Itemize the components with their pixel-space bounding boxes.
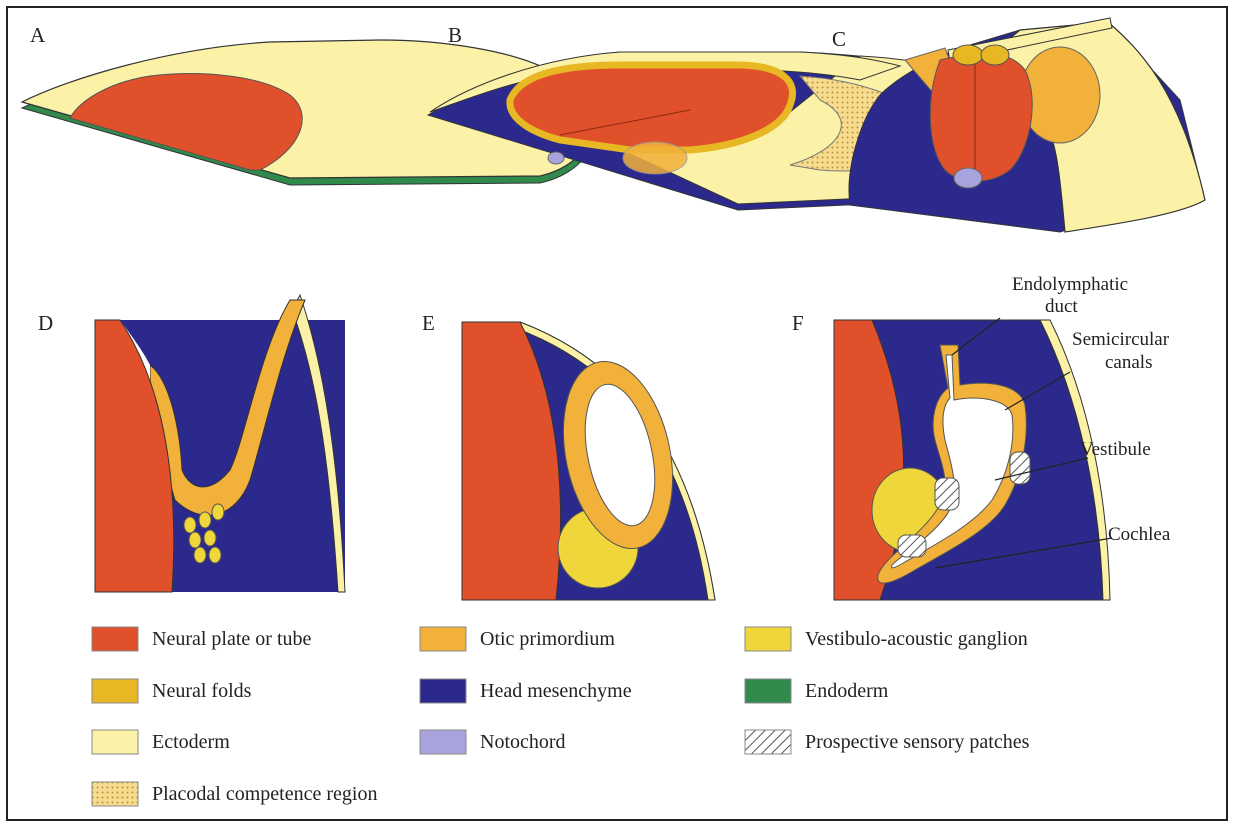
- legend-label-notochord: Notochord: [480, 731, 566, 753]
- legend-label-sensory-patches: Prospective sensory patches: [805, 731, 1030, 753]
- legend-label-vestibulo-acoustic-ganglion: Vestibulo-acoustic ganglion: [805, 628, 1028, 650]
- label-endolymphatic: Endolymphatic: [1012, 274, 1128, 295]
- legend-label-head-mesenchyme: Head mesenchyme: [480, 680, 632, 702]
- legend-label-placodal-competence: Placodal competence region: [152, 783, 377, 805]
- panel-label-e: E: [422, 311, 435, 335]
- panel-f-inner-ear: [834, 318, 1112, 600]
- legend-swatch-head-mesenchyme: [420, 679, 466, 703]
- label-endolymphatic-duct: duct: [1045, 296, 1078, 317]
- label-cochlea: Cochlea: [1108, 524, 1171, 545]
- legend-label-neural-folds: Neural folds: [152, 680, 252, 702]
- panel-label-c: C: [832, 27, 846, 51]
- legend-swatch-neural-plate: [92, 627, 138, 651]
- legend-swatch-sensory-patches: [745, 730, 791, 754]
- panel-e-otic-vesicle: [462, 322, 715, 600]
- panel-d-otic-placode: [95, 295, 345, 592]
- legend-swatch-ectoderm: [92, 730, 138, 754]
- legend-swatch-vestibulo-acoustic-ganglion: [745, 627, 791, 651]
- panel-label-d: D: [38, 311, 53, 335]
- panel-label-b: B: [448, 23, 462, 47]
- legend-swatch-placodal-competence: [92, 782, 138, 806]
- panel-c-neural-tube: [849, 18, 1205, 232]
- label-semicircular-canals: canals: [1105, 352, 1152, 373]
- label-vestibule: Vestibule: [1080, 439, 1151, 460]
- legend-label-neural-plate: Neural plate or tube: [152, 628, 311, 650]
- legend-label-ectoderm: Ectoderm: [152, 731, 230, 753]
- legend-swatch-notochord: [420, 730, 466, 754]
- legend-swatch-otic-primordium: [420, 627, 466, 651]
- legend-label-otic-primordium: Otic primordium: [480, 628, 615, 650]
- legend-swatch-neural-folds: [92, 679, 138, 703]
- legend: Neural plate or tube Otic primordium Vesti…: [92, 627, 1030, 806]
- legend-label-endoderm: Endoderm: [805, 680, 889, 702]
- label-semicircular: Semicircular: [1072, 329, 1170, 350]
- panel-label-a: A: [30, 23, 46, 47]
- panel-label-f: F: [792, 311, 804, 335]
- legend-swatch-endoderm: [745, 679, 791, 703]
